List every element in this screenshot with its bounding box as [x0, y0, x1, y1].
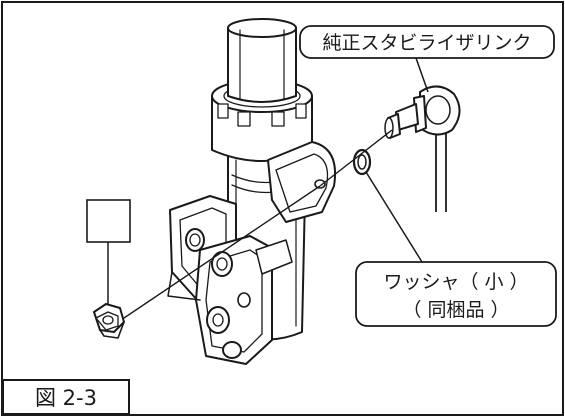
washer-callout-box: [355, 261, 557, 327]
washer-callout-line1: ワッシャ（ 小 ）: [383, 271, 528, 293]
assembly-axis-line: [123, 185, 321, 319]
stabilizer-link-callout-box: [299, 25, 555, 59]
stabilizer-link-callout-text: 純正スタビライザリンク: [322, 32, 531, 54]
washer-part: [352, 148, 372, 176]
washer-leader: [365, 171, 423, 263]
assembly-axis-line-upper: [319, 129, 393, 187]
washer-callout-line2: （ 同梱品 ）: [402, 299, 509, 321]
empty-label-box: [86, 199, 131, 243]
nut-part: [93, 303, 125, 339]
stabilizer-link-leader: [415, 57, 429, 93]
figure-label: 図 2-3: [2, 379, 130, 415]
strut-assembly: [167, 18, 336, 365]
stabilizer-link-part: [384, 85, 461, 212]
